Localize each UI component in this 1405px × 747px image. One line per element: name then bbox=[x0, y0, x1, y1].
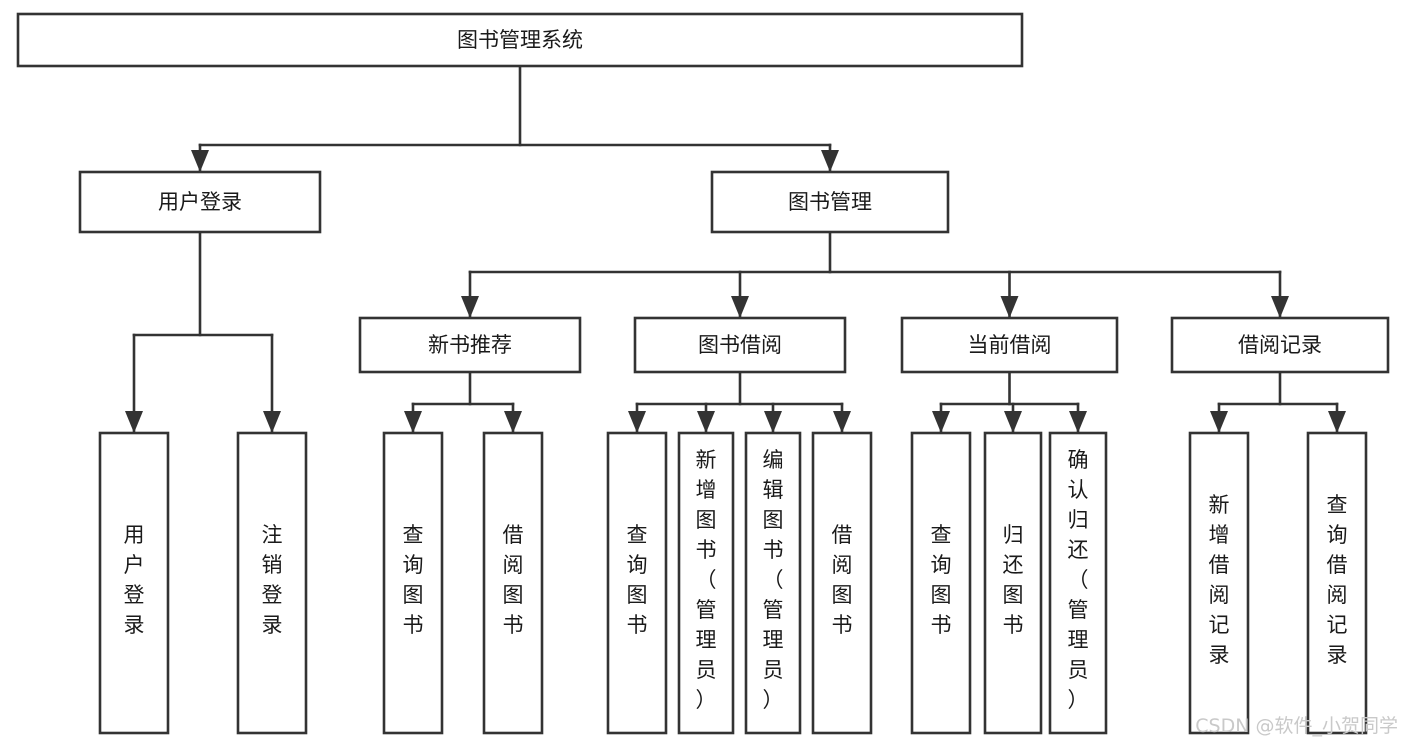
arrow-to-l2-2 bbox=[1000, 296, 1019, 318]
node-leaf-1-注销登录-label: 注销登录 bbox=[262, 523, 283, 637]
node-l1-图书管理-box[interactable] bbox=[710, 170, 950, 234]
node-l2-当前借阅[interactable]: 当前借阅 bbox=[900, 316, 1119, 374]
node-root-图书管理系统-box[interactable] bbox=[16, 12, 1024, 68]
node-leaf-5-新增图书（管理员）-label: 新增图书（管理员） bbox=[696, 448, 717, 712]
arrow-to-l2-1 bbox=[731, 296, 749, 318]
node-leaf-6-编辑图书（管理员）-label: 编辑图书（管理员） bbox=[763, 448, 784, 712]
node-l2-图书借阅[interactable]: 图书借阅 bbox=[633, 316, 847, 374]
arrow-to-leaf-当前借阅-0 bbox=[932, 411, 950, 433]
node-leaf-8-查询图书-label: 查询图书 bbox=[931, 523, 952, 637]
arrow-to-leaf-图书借阅-0 bbox=[628, 411, 646, 433]
node-l2-借阅记录-label: 借阅记录 bbox=[1238, 333, 1322, 357]
node-leaf-0-用户登录-label: 用户登录 bbox=[124, 523, 145, 637]
arrow-to-l1-1 bbox=[821, 150, 839, 172]
arrow-to-leaf-图书借阅-3 bbox=[833, 411, 851, 433]
node-leaf-10-确认归还（管理员）[interactable]: 确认归还（管理员） bbox=[1048, 431, 1108, 735]
edges-layer bbox=[125, 64, 1346, 433]
nodes-layer: 图书管理系统用户登录图书管理新书推荐图书借阅当前借阅借阅记录用户登录注销登录查询… bbox=[16, 12, 1390, 735]
node-leaf-9-归还图书-label: 归还图书 bbox=[1003, 523, 1024, 637]
node-l2-新书推荐-box[interactable] bbox=[358, 316, 582, 374]
arrow-to-leaf-图书借阅-1 bbox=[697, 411, 715, 433]
node-l2-借阅记录[interactable]: 借阅记录 bbox=[1170, 316, 1390, 374]
node-leaf-0-用户登录[interactable]: 用户登录 bbox=[98, 431, 170, 735]
arrow-to-leaf-当前借阅-2 bbox=[1069, 411, 1087, 433]
node-leaf-1-注销登录-box[interactable] bbox=[236, 431, 308, 735]
node-leaf-4-查询图书[interactable]: 查询图书 bbox=[606, 431, 668, 735]
node-leaf-12-查询借阅记录[interactable]: 查询借阅记录 bbox=[1306, 431, 1368, 735]
arrow-to-leaf-新书推荐-1 bbox=[504, 411, 522, 433]
node-leaf-3-借阅图书-box[interactable] bbox=[482, 431, 544, 735]
node-leaf-3-借阅图书-label: 借阅图书 bbox=[503, 523, 524, 637]
node-leaf-9-归还图书-box[interactable] bbox=[983, 431, 1043, 735]
node-leaf-11-新增借阅记录-box[interactable] bbox=[1188, 431, 1250, 735]
arrow-to-l2-0 bbox=[461, 296, 479, 318]
node-l2-新书推荐[interactable]: 新书推荐 bbox=[358, 316, 582, 374]
node-leaf-7-借阅图书-box[interactable] bbox=[811, 431, 873, 735]
arrow-to-leaf-当前借阅-1 bbox=[1004, 411, 1022, 433]
arrow-to-leaf-图书借阅-2 bbox=[764, 411, 782, 433]
node-leaf-0-用户登录-box[interactable] bbox=[98, 431, 170, 735]
node-root-图书管理系统-label: 图书管理系统 bbox=[457, 28, 583, 52]
node-l1-用户登录[interactable]: 用户登录 bbox=[78, 170, 322, 234]
node-leaf-8-查询图书-box[interactable] bbox=[910, 431, 972, 735]
node-leaf-5-新增图书（管理员）[interactable]: 新增图书（管理员） bbox=[677, 431, 735, 735]
arrow-to-leaf-用户登录-0 bbox=[125, 411, 143, 433]
node-leaf-1-注销登录[interactable]: 注销登录 bbox=[236, 431, 308, 735]
arrow-to-leaf-用户登录-1 bbox=[263, 411, 281, 433]
node-l2-图书借阅-label: 图书借阅 bbox=[698, 333, 782, 357]
node-leaf-4-查询图书-label: 查询图书 bbox=[627, 523, 648, 637]
node-leaf-8-查询图书[interactable]: 查询图书 bbox=[910, 431, 972, 735]
node-root-图书管理系统[interactable]: 图书管理系统 bbox=[16, 12, 1024, 68]
arrow-to-leaf-新书推荐-0 bbox=[404, 411, 422, 433]
node-l2-图书借阅-box[interactable] bbox=[633, 316, 847, 374]
node-l1-图书管理[interactable]: 图书管理 bbox=[710, 170, 950, 234]
node-leaf-12-查询借阅记录-label: 查询借阅记录 bbox=[1327, 493, 1348, 667]
arrow-to-l2-3 bbox=[1271, 296, 1289, 318]
node-leaf-10-确认归还（管理员）-box[interactable] bbox=[1048, 431, 1108, 735]
node-leaf-11-新增借阅记录-label: 新增借阅记录 bbox=[1209, 493, 1230, 667]
node-leaf-6-编辑图书（管理员）-box[interactable] bbox=[744, 431, 802, 735]
node-leaf-2-查询图书[interactable]: 查询图书 bbox=[382, 431, 444, 735]
node-leaf-7-借阅图书[interactable]: 借阅图书 bbox=[811, 431, 873, 735]
node-l2-新书推荐-label: 新书推荐 bbox=[428, 333, 512, 357]
node-l2-借阅记录-box[interactable] bbox=[1170, 316, 1390, 374]
node-l1-图书管理-label: 图书管理 bbox=[788, 190, 872, 214]
node-leaf-9-归还图书[interactable]: 归还图书 bbox=[983, 431, 1043, 735]
node-leaf-5-新增图书（管理员）-box[interactable] bbox=[677, 431, 735, 735]
node-leaf-2-查询图书-label: 查询图书 bbox=[403, 523, 424, 637]
node-leaf-3-借阅图书[interactable]: 借阅图书 bbox=[482, 431, 544, 735]
node-leaf-11-新增借阅记录[interactable]: 新增借阅记录 bbox=[1188, 431, 1250, 735]
arrow-to-l1-0 bbox=[191, 150, 209, 172]
node-leaf-10-确认归还（管理员）-label: 确认归还（管理员） bbox=[1068, 448, 1089, 712]
arrow-to-leaf-借阅记录-0 bbox=[1210, 411, 1228, 433]
node-l1-用户登录-box[interactable] bbox=[78, 170, 322, 234]
node-leaf-2-查询图书-box[interactable] bbox=[382, 431, 444, 735]
arrow-to-leaf-借阅记录-1 bbox=[1328, 411, 1346, 433]
node-leaf-12-查询借阅记录-box[interactable] bbox=[1306, 431, 1368, 735]
node-leaf-4-查询图书-box[interactable] bbox=[606, 431, 668, 735]
node-leaf-7-借阅图书-label: 借阅图书 bbox=[832, 523, 853, 637]
node-l2-当前借阅-box[interactable] bbox=[900, 316, 1119, 374]
node-l1-用户登录-label: 用户登录 bbox=[158, 190, 242, 214]
node-l2-当前借阅-label: 当前借阅 bbox=[968, 333, 1052, 357]
node-leaf-6-编辑图书（管理员）[interactable]: 编辑图书（管理员） bbox=[744, 431, 802, 735]
csdn-watermark: CSDN @软件_小贺同学 bbox=[1195, 715, 1398, 737]
